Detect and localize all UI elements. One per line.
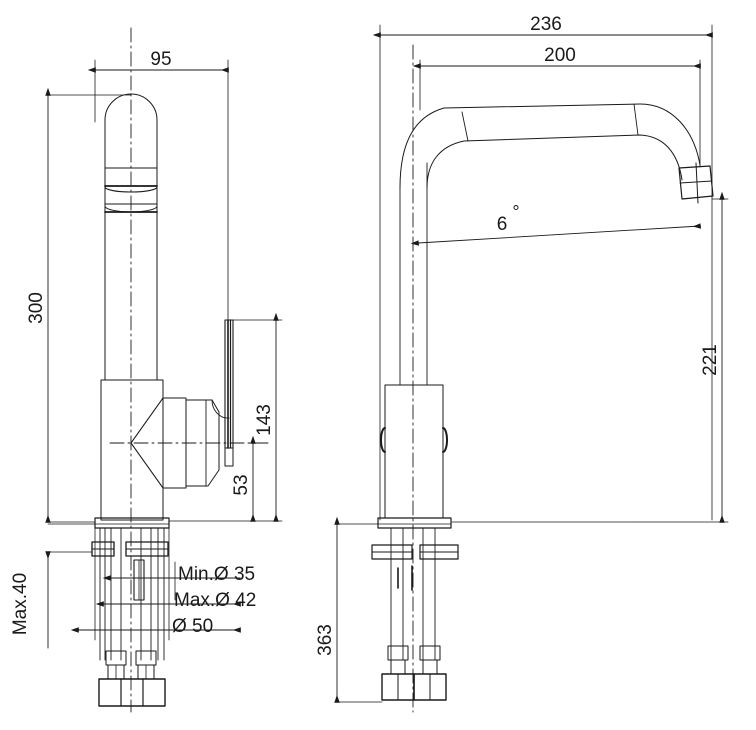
mounting-nut-right xyxy=(125,541,169,557)
dim-label-max-dia-42: Max.Ø 42 xyxy=(174,590,256,611)
aerator-axis xyxy=(695,162,699,204)
side-body-cylinder xyxy=(384,384,444,519)
side-view-dimensions xyxy=(334,24,729,703)
dim-label-143: 143 xyxy=(254,404,275,436)
dim-label-236: 236 xyxy=(530,14,562,35)
dim-label-200: 200 xyxy=(544,45,576,66)
arm-joint-right xyxy=(633,103,639,136)
dim-label-95: 95 xyxy=(150,49,171,70)
hose-collar-1 xyxy=(105,650,127,666)
aerator-housing xyxy=(678,165,714,200)
side-hose-collar-1 xyxy=(387,645,409,661)
aerator-mid-line xyxy=(679,180,713,184)
side-hose-ferrule-2 xyxy=(422,659,438,675)
side-mounting-bar-right xyxy=(419,544,459,560)
dim-label-53: 53 xyxy=(231,474,252,495)
arm-joint-left xyxy=(461,111,469,142)
body-indent-right xyxy=(442,427,448,453)
side-view-geometry xyxy=(371,44,714,713)
spout-sleeve-bottom-ellipse xyxy=(104,205,158,213)
side-hose-ferrule-1 xyxy=(390,659,406,675)
dim-label-angle-6: 6 xyxy=(497,214,508,235)
dim-label-min-dia-35: Min.Ø 35 xyxy=(178,564,255,585)
lever-hub-fillet xyxy=(211,399,230,419)
body-block xyxy=(100,379,164,521)
degree-symbol-icon: ° xyxy=(512,202,519,222)
hex-nut-group xyxy=(98,678,166,707)
spout-arm-outer xyxy=(399,103,701,189)
spout-arm-inner xyxy=(426,134,683,189)
front-view-dimensions xyxy=(45,59,283,649)
spout-sleeve-top-ellipse xyxy=(104,186,158,193)
hose-collar-2 xyxy=(135,650,157,666)
dim-label-221: 221 xyxy=(700,344,721,376)
dim-line-angle-6 xyxy=(410,223,701,246)
side-base-flange xyxy=(377,517,452,529)
side-hose-collar-2 xyxy=(419,645,441,661)
dim-label-dia-50: Ø 50 xyxy=(172,616,213,637)
dim-label-363: 363 xyxy=(315,624,336,656)
body-indent-left xyxy=(380,427,386,453)
spout-column-outline xyxy=(104,93,158,381)
mounting-nut-left xyxy=(91,541,115,557)
valve-cone-edge-top xyxy=(130,397,164,444)
valve-cone-edge-bottom xyxy=(130,442,164,489)
center-stud xyxy=(133,559,145,601)
front-view-geometry xyxy=(91,27,269,713)
lever-handle-outline xyxy=(224,319,234,449)
dim-label-max-40: Max.40 xyxy=(10,573,31,635)
dim-label-300: 300 xyxy=(26,292,47,324)
side-hex-nut-2 xyxy=(413,673,447,701)
lever-handle-base xyxy=(224,447,234,467)
side-mounting-bar-left xyxy=(371,544,413,560)
